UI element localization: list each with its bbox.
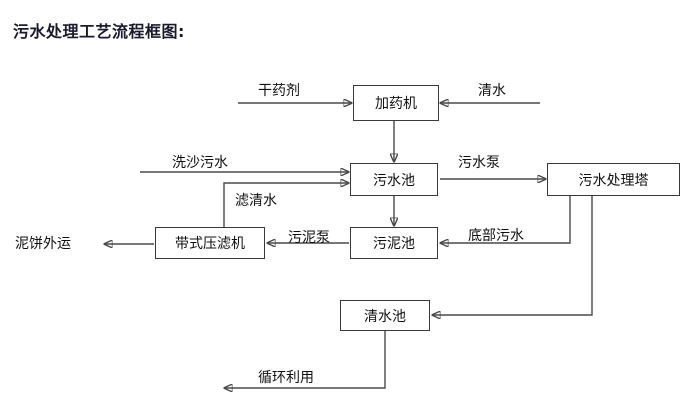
node-label: 污泥池 <box>373 236 415 252</box>
edge-label-sewage-pump: 污水泵 <box>458 155 500 171</box>
node-clear-water-pool[interactable]: 清水池 <box>340 300 430 331</box>
edge-label-bottom-sewage: 底部污水 <box>468 228 524 244</box>
node-label: 带式压滤机 <box>175 236 245 252</box>
node-label: 污水池 <box>373 172 415 189</box>
edge-label-filtrate-water: 滤清水 <box>235 193 277 209</box>
edge-label-recycle-use: 循环利用 <box>258 370 314 386</box>
node-label: 加药机 <box>375 96 417 112</box>
node-label: 清水池 <box>364 308 406 325</box>
node-sewage-treatment-tower[interactable]: 污水处理塔 <box>547 163 680 196</box>
node-dosing-machine[interactable]: 加药机 <box>353 85 439 121</box>
edge-label-clean-water: 清水 <box>478 83 506 99</box>
node-label: 污水处理塔 <box>578 172 649 189</box>
node-belt-filter-press[interactable]: 带式压滤机 <box>155 227 265 259</box>
node-sewage-pool[interactable]: 污水池 <box>350 163 438 196</box>
page-title: 污水处理工艺流程框图: <box>13 22 185 41</box>
edge-label-sand-washing-sewage: 洗沙污水 <box>172 155 228 171</box>
edge-label-dry-agent: 干药剂 <box>258 83 300 99</box>
node-sludge-pool[interactable]: 污泥池 <box>350 227 438 259</box>
terminal-label-mud-cake-transport: 泥饼外运 <box>15 236 71 252</box>
edge-label-sludge-pump: 污泥泵 <box>288 230 330 246</box>
